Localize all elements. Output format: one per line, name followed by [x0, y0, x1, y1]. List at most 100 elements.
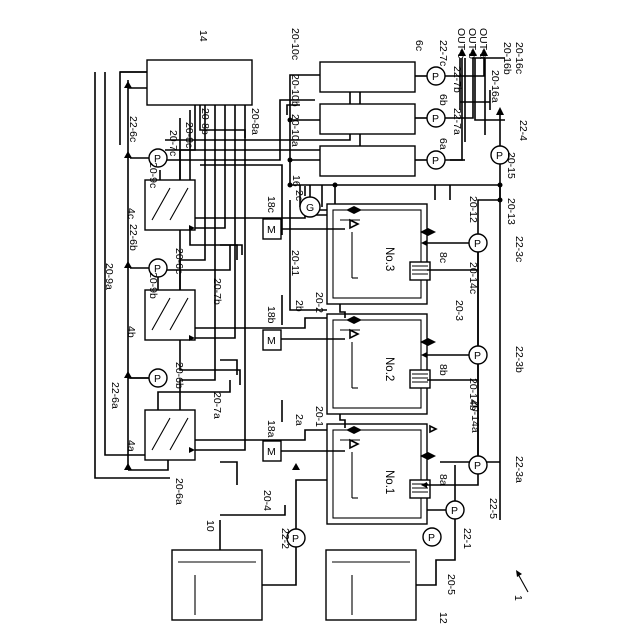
label: 4a	[125, 440, 137, 452]
label: 20-16b	[501, 42, 513, 75]
label: 20-1	[313, 406, 325, 427]
tank-10	[172, 550, 262, 620]
tank-no1	[327, 424, 436, 524]
label: 6a	[437, 138, 449, 150]
label: 20-3	[453, 300, 465, 321]
tank-no3	[327, 204, 430, 304]
junction	[498, 198, 503, 203]
label: 20-15	[505, 152, 517, 179]
label: 22-7b	[451, 66, 463, 93]
label: 22-5	[487, 498, 499, 519]
label: 20-16c	[513, 42, 525, 74]
label: 20-8a	[249, 108, 261, 135]
tank-name-no2: No.2	[383, 357, 395, 381]
label: 20-6c	[173, 248, 185, 274]
label: 8a	[437, 474, 449, 486]
label: 22-2	[279, 528, 291, 549]
label: 4b	[125, 326, 137, 338]
unit-6b	[320, 104, 415, 134]
pump-letter: P	[432, 71, 439, 83]
label: 20-8b	[199, 108, 211, 135]
label: 20-7a	[211, 392, 223, 419]
junction	[498, 183, 503, 188]
label: 20-9a	[103, 263, 115, 290]
label: 2a	[293, 414, 305, 426]
junction	[333, 183, 338, 188]
heat-exchanger-4a	[145, 410, 195, 460]
label: 20-6b	[173, 362, 185, 389]
label: 22-3c	[513, 236, 525, 262]
label: 20-10a	[289, 114, 301, 147]
label: 22-1	[461, 528, 473, 549]
label: 12	[437, 612, 449, 624]
motor-letter: M	[267, 224, 276, 236]
unit-6a	[320, 146, 415, 176]
label: 22-6a	[109, 382, 121, 409]
tank-no2	[327, 314, 430, 414]
figure-pointer	[518, 574, 528, 592]
label: 20-13	[505, 198, 517, 225]
label: 18b	[265, 306, 277, 324]
label: 20-7c	[167, 130, 179, 156]
pump-letter: P	[474, 350, 481, 362]
label: 20-7b	[211, 278, 223, 305]
pump-letter: P	[292, 533, 299, 545]
label: 22-7a	[451, 108, 463, 135]
heater-8b	[410, 370, 430, 388]
label: 20-9c	[147, 162, 159, 188]
label: 20-14b	[467, 378, 479, 411]
label: 20-9b	[147, 272, 159, 299]
label: 22-3a	[513, 456, 525, 483]
label: 14	[197, 30, 209, 42]
heater-8c	[410, 262, 430, 280]
label: 22-4	[517, 120, 529, 141]
label: 20-8c	[183, 122, 195, 148]
schematic-main: P P P P P P P P P P P P P G M M M No.1 N…	[103, 28, 529, 624]
junction	[288, 158, 293, 163]
output-c: OUT-c	[455, 28, 467, 58]
output-a: OUT-a	[477, 28, 489, 59]
label: 22-6c	[127, 116, 139, 142]
label: 20-4	[261, 490, 273, 511]
label: 2b	[293, 300, 305, 312]
label: 16	[290, 175, 302, 187]
label: 18a	[265, 420, 277, 438]
output-b: OUT-b	[466, 28, 478, 59]
label: 20-14c	[467, 262, 479, 294]
label: 22-7c	[437, 40, 449, 66]
label: 20-11	[289, 250, 301, 276]
label: 6c	[413, 40, 425, 51]
label: 10	[204, 520, 216, 532]
pump-letter: P	[474, 238, 481, 250]
generator-letter: G	[306, 202, 314, 214]
label: 20-10c	[289, 28, 301, 60]
pump-letter: P	[451, 505, 458, 517]
motor-letter: M	[267, 335, 276, 347]
tank-name-no1: No.1	[383, 470, 395, 494]
label: 22-3b	[513, 346, 525, 373]
label: 20-5	[445, 574, 457, 595]
label: 4c	[125, 208, 137, 219]
label: 20-16a	[489, 70, 501, 103]
tank-name-no3: No.3	[383, 247, 395, 271]
label: 2c	[293, 190, 305, 201]
label: 20-12	[467, 196, 479, 223]
pump-letter: P	[432, 155, 439, 167]
label: 20-6a	[173, 478, 185, 505]
pump-letter: P	[428, 532, 435, 544]
unit-6c	[320, 62, 415, 92]
label: 8c	[437, 252, 449, 263]
label: 18c	[265, 196, 277, 213]
motor-letter: M	[267, 446, 276, 458]
label: 8b	[437, 364, 449, 376]
label: 20-2	[313, 292, 325, 313]
pump-letter: P	[432, 113, 439, 125]
pump-letter: P	[496, 150, 503, 162]
tank-12	[326, 550, 416, 620]
label: 6b	[437, 94, 449, 106]
label: 22-6b	[127, 224, 139, 251]
label: 1	[512, 595, 524, 601]
pump-letter: P	[474, 460, 481, 472]
